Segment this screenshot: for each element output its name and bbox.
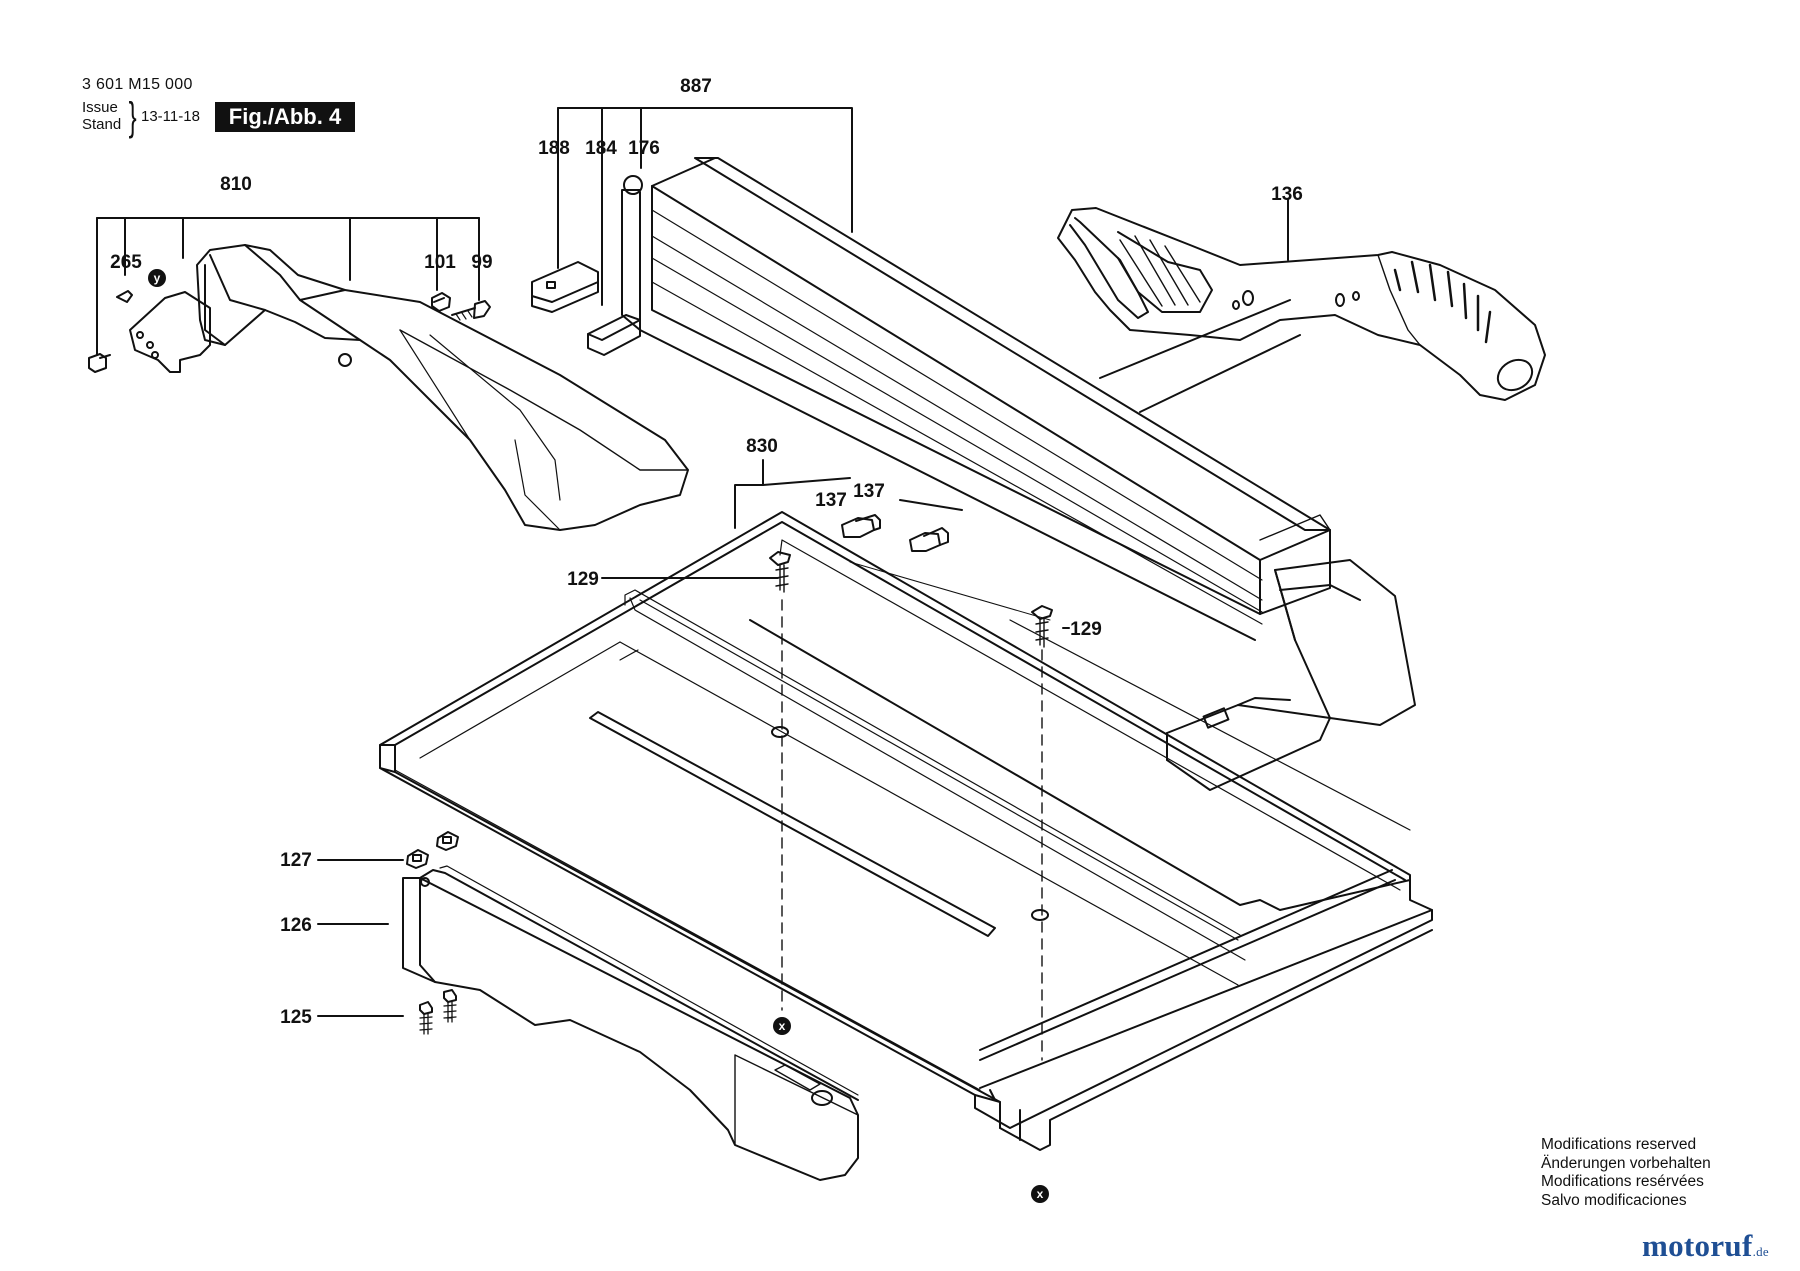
note-es: Salvo modificaciones: [1541, 1191, 1687, 1209]
issue-date: 13-11-18: [141, 108, 200, 125]
callout-184: 184: [585, 138, 617, 159]
part-184-clip: [587, 314, 641, 356]
callout-126: 126: [280, 915, 312, 936]
issue-stand-label: Issue Stand: [82, 99, 121, 133]
svg-text:x: x: [779, 1019, 786, 1033]
part-99-screw: [451, 300, 491, 321]
callout-129-right: 129: [1070, 619, 1102, 640]
ref-marker-x-center: x: [773, 1017, 791, 1035]
svg-text:y: y: [154, 271, 161, 285]
part-887-fence: [621, 157, 1416, 791]
part-127-nuts: [406, 831, 459, 869]
note-en: Modifications reserved: [1541, 1136, 1697, 1153]
part-125-screws: [419, 989, 457, 1035]
svg-text:x: x: [1037, 1187, 1044, 1201]
leader-lines: [96, 107, 1289, 1017]
callout-101: 101: [424, 252, 456, 273]
note-de: Änderungen vorbehalten: [1541, 1154, 1711, 1172]
brand-watermark: motoruf.de: [1642, 1228, 1769, 1264]
callout-136: 136: [1271, 184, 1303, 205]
part-number: 3 601 M15 000: [82, 76, 193, 93]
callout-129-left: 129: [567, 569, 599, 590]
part-810-guard: [129, 244, 689, 531]
callout-labels: 887 188 184 176 810 265 101 99 136 830 1…: [110, 76, 1303, 1028]
callout-127: 127: [280, 850, 312, 871]
issue-label: Issue: [82, 99, 118, 116]
modification-notes: Modifications reserved Änderungen vorbeh…: [1541, 1136, 1711, 1210]
part-830-table: [379, 511, 1433, 1151]
part-265-screw: [88, 290, 133, 373]
brand-tld: .de: [1752, 1244, 1769, 1259]
ref-marker-x-bottom: x: [1031, 1185, 1049, 1203]
brand-name: motoruf: [1642, 1228, 1753, 1263]
part-137-studs: [841, 514, 949, 552]
brace: }: [128, 95, 137, 139]
ref-marker-y: y: [148, 269, 166, 287]
callout-125: 125: [280, 1007, 312, 1028]
part-126-rail: [402, 865, 859, 1181]
reference-markers: y x x: [148, 269, 1049, 1203]
stand-label: Stand: [82, 116, 122, 133]
part-136-push-stick: [1057, 207, 1546, 401]
part-101-nut: [431, 292, 451, 312]
callout-137-left: 137: [815, 490, 847, 511]
callout-887: 887: [680, 76, 712, 97]
note-fr: Modifications resérvées: [1541, 1173, 1704, 1190]
callout-265: 265: [110, 252, 142, 273]
part-129-screws: [769, 551, 1053, 1061]
callout-176: 176: [628, 138, 660, 159]
callout-99: 99: [471, 252, 492, 273]
figure-label: Fig./Abb. 4: [215, 102, 355, 132]
part-188-clip: [531, 261, 599, 313]
callout-137-right: 137: [853, 481, 885, 502]
callout-810: 810: [220, 174, 252, 195]
callout-188: 188: [538, 138, 570, 159]
callout-830: 830: [746, 436, 778, 457]
